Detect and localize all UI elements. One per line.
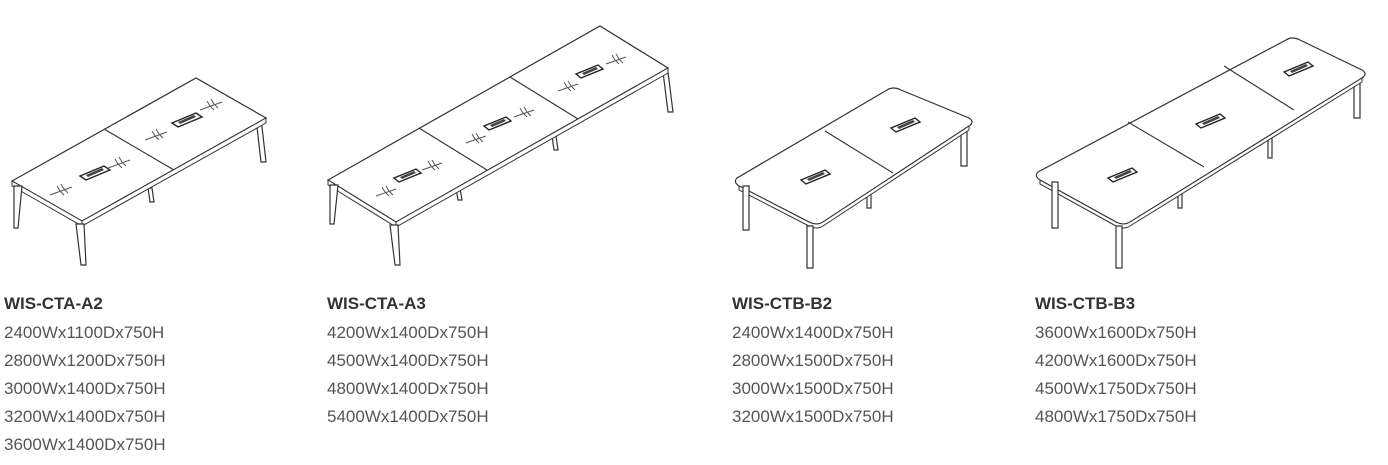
model-name: WIS-CTA-A3 <box>327 294 426 313</box>
grommet-icon <box>1282 61 1315 77</box>
grommet-icon <box>482 116 513 131</box>
grommet-icon <box>1106 167 1139 183</box>
model-name: WIS-CTB-B3 <box>1035 294 1136 313</box>
size-option: 2400Wx1100Dx750H <box>4 323 165 342</box>
product-wis-cta-a3: WIS-CTA-A3 4200Wx1400Dx750H 4500Wx1400Dx… <box>320 0 690 465</box>
size-option: 4800Wx1750Dx750H <box>1035 407 1197 426</box>
table-drawing-b3 <box>1028 0 1378 280</box>
size-option: 4200Wx1400Dx750H <box>327 323 489 342</box>
grommet-icon <box>889 117 922 133</box>
product-wis-ctb-b2: WIS-CTB-B2 2400Wx1400Dx750H 2800Wx1500Dx… <box>725 0 995 465</box>
table-drawing-a3 <box>320 0 690 280</box>
size-option: 4800Wx1400Dx750H <box>327 379 489 398</box>
model-name: WIS-CTA-A2 <box>4 294 103 313</box>
size-option: 4200Wx1600Dx750H <box>1035 351 1197 370</box>
size-option: 3000Wx1400Dx750H <box>4 379 166 398</box>
model-name: WIS-CTB-B2 <box>732 294 833 313</box>
product-wis-ctb-b3: WIS-CTB-B3 3600Wx1600Dx750H 4200Wx1600Dx… <box>1028 0 1378 465</box>
grommet-icon <box>78 165 112 181</box>
size-option: 3600Wx1600Dx750H <box>1035 323 1197 342</box>
size-option: 2800Wx1500Dx750H <box>732 351 894 370</box>
cable-mark-icon <box>49 98 223 196</box>
cable-mark-icon <box>375 53 627 197</box>
grommet-icon <box>170 112 204 128</box>
size-option: 2800Wx1200Dx750H <box>4 351 166 370</box>
size-option: 5400Wx1400Dx750H <box>327 407 489 426</box>
size-option: 4500Wx1750Dx750H <box>1035 379 1197 398</box>
size-option: 4500Wx1400Dx750H <box>327 351 489 370</box>
size-option: 3000Wx1500Dx750H <box>732 379 894 398</box>
product-wis-cta-a2: WIS-CTA-A2 2400Wx1100Dx750H 2800Wx1200Dx… <box>0 0 300 465</box>
table-drawing-b2 <box>725 0 995 280</box>
grommet-icon <box>574 64 605 79</box>
size-option: 2400Wx1400Dx750H <box>732 323 894 342</box>
table-drawing-a2 <box>0 0 300 280</box>
grommet-icon <box>799 169 832 185</box>
size-option: 3600Wx1400Dx750H <box>4 435 166 454</box>
size-option: 3200Wx1400Dx750H <box>4 407 166 426</box>
size-option: 3200Wx1500Dx750H <box>732 407 894 426</box>
grommet-icon <box>1194 113 1227 129</box>
grommet-icon <box>392 168 423 183</box>
